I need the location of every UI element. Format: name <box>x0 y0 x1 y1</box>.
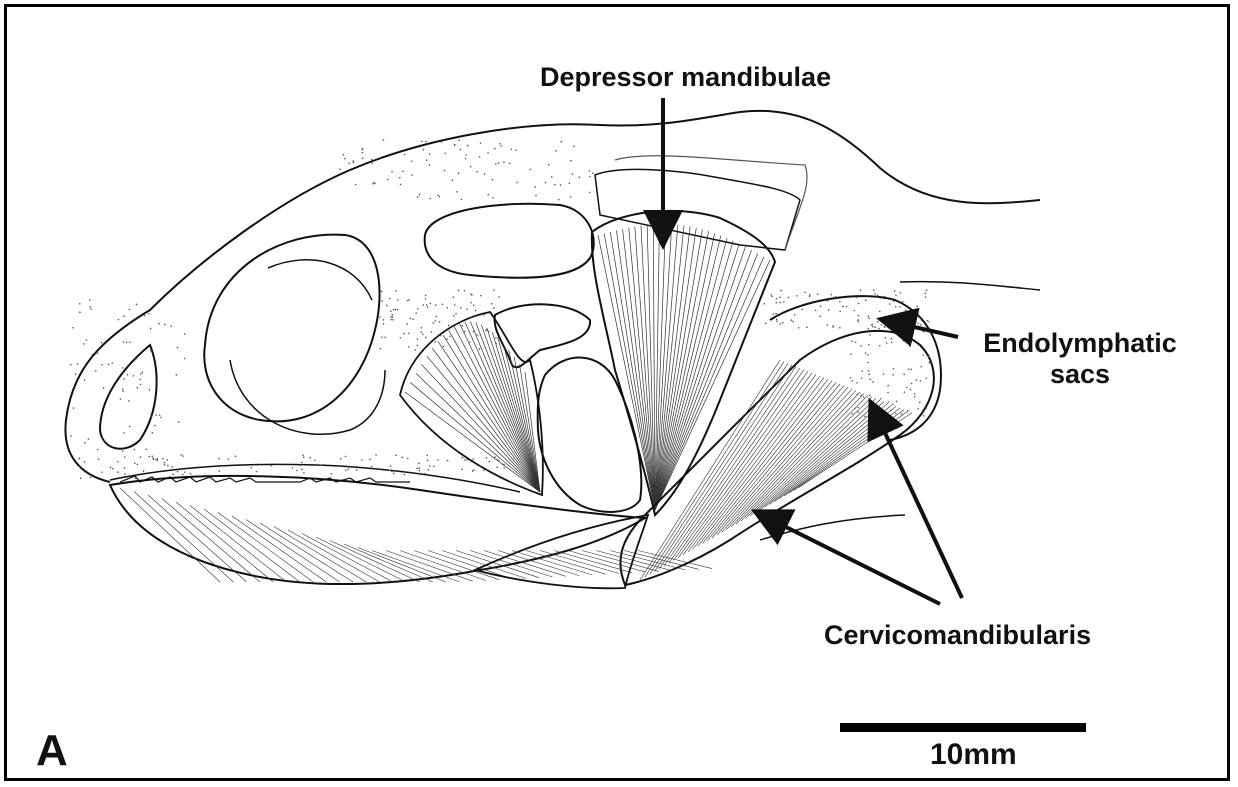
stipple-texture <box>70 139 930 479</box>
panel-letter: A <box>36 726 68 777</box>
endolymphatic-arrow <box>884 320 958 337</box>
depressor-mandibulae-label: Depressor mandibulae <box>540 62 831 93</box>
nostril <box>100 345 157 449</box>
cervico-fibers <box>640 360 912 580</box>
endolymphatic-sacs-label: Endolymphatic sacs <box>960 328 1200 390</box>
neck-line <box>900 282 1040 290</box>
endolymphatic-label-line2: sacs <box>960 359 1200 390</box>
cervico-arrow-2 <box>872 405 962 598</box>
cervico-arrow-1 <box>758 513 940 604</box>
endolymphatic-sac <box>770 296 941 440</box>
scale-bar <box>840 723 1086 732</box>
temporal-fenestra <box>425 204 594 278</box>
lower-fenestra <box>538 358 642 512</box>
endolymphatic-label-line1: Endolymphatic <box>960 328 1200 359</box>
parietal-plate <box>595 169 800 250</box>
scale-bar-label: 10mm <box>930 738 1017 773</box>
cervicomandibularis-label: Cervicomandibularis <box>824 620 1091 651</box>
throat-line <box>760 515 905 540</box>
orbit <box>204 235 379 422</box>
